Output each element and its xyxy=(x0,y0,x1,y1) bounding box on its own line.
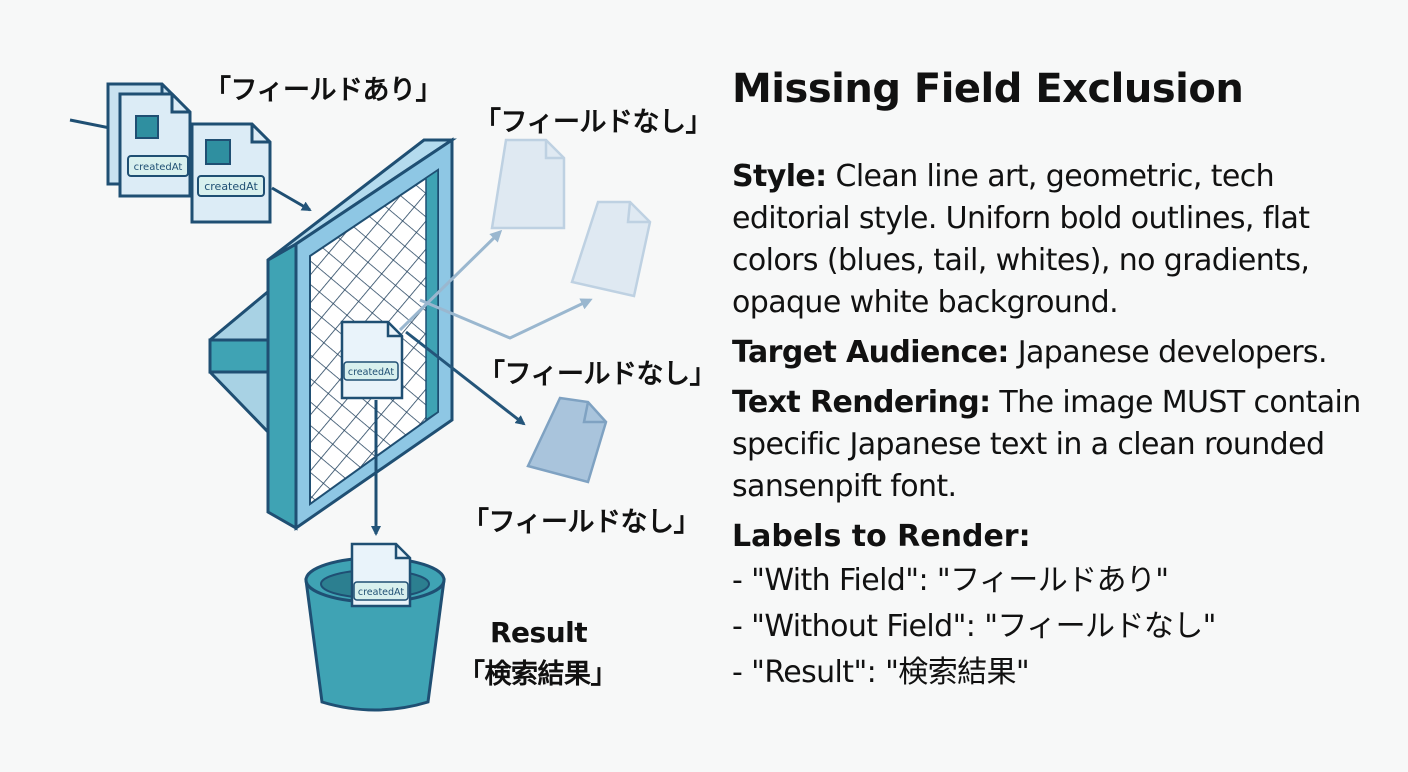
passing-document: createdAt xyxy=(340,320,404,400)
funnel xyxy=(208,286,272,438)
label-with-field: 「フィールドあり」 xyxy=(204,75,442,106)
audience-text: Japanese developers. xyxy=(1008,335,1328,370)
page-title: Missing Field Exclusion xyxy=(732,66,1244,112)
rendering-paragraph: Text Rendering: The image MUST contain s… xyxy=(732,382,1392,508)
label-result-jp: 「検索結果」 xyxy=(458,659,618,690)
input-document-back: createdAt xyxy=(106,82,192,198)
reject-arrow-1 xyxy=(398,229,503,332)
filter-diagram: createdAt createdAt xyxy=(69,75,716,712)
rejected-document-2 xyxy=(570,200,652,298)
result-document: createdAt xyxy=(350,542,412,608)
svg-text:createdAt: createdAt xyxy=(358,587,405,598)
label-without-field-bottom: 「フィールドなし」 xyxy=(462,507,700,538)
label-line-without-field: - "Without Field": "フィールドなし" xyxy=(732,609,1216,644)
rendering-text: The image MUST contain specific Japanese… xyxy=(732,385,1361,504)
reject-arrow-2 xyxy=(419,298,593,340)
label-line-with-field: - "With Field": "フィールドあり" xyxy=(732,563,1169,598)
svg-text:createdAt: createdAt xyxy=(348,367,395,378)
audience-paragraph: Target Audience: Japanese developers. xyxy=(732,332,1392,374)
input-document-front: createdAt xyxy=(190,122,272,224)
style-text: Clean line art, geometric, tech editoria… xyxy=(732,159,1310,320)
label-without-field-middle: 「フィールドなし」 xyxy=(478,359,716,390)
svg-text:createdAt: createdAt xyxy=(134,162,183,173)
audience-label: Target Audience: xyxy=(732,335,1009,370)
label-line-result: - "Result": "検索結果" xyxy=(732,655,1030,690)
style-label: Style: xyxy=(732,159,827,194)
reject-arrow-3 xyxy=(405,330,526,426)
label-without-field-top: 「フィールドなし」 xyxy=(474,107,712,138)
svg-text:createdAt: createdAt xyxy=(204,180,258,193)
style-paragraph: Style: Clean line art, geometric, tech e… xyxy=(732,156,1392,324)
diagram-canvas: createdAt createdAt xyxy=(69,82,652,712)
info-panel: Missing Field Exclusion Style: Clean lin… xyxy=(732,66,1392,696)
labels-heading: Labels to Render: xyxy=(732,519,1031,554)
input-arrow xyxy=(271,186,312,212)
rejected-document-1 xyxy=(490,138,566,230)
rejected-document-3 xyxy=(526,396,608,484)
rendering-label: Text Rendering: xyxy=(732,385,991,420)
label-result-en: Result xyxy=(490,616,588,649)
